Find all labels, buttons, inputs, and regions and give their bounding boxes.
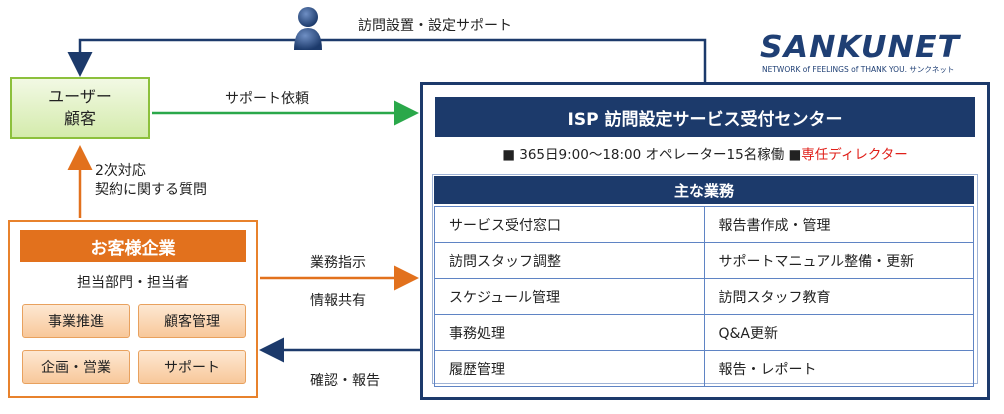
table-row: 訪問スタッフ調整 サポートマニュアル整備・更新 [434,242,974,279]
task-cell: Q&A更新 [703,314,974,351]
table-row: スケジュール管理 訪問スタッフ教育 [434,278,974,315]
info-text: ■ 365日9:00～18:00 オペレーター15名稼働 ■ [502,147,802,163]
task-cell: 履歴管理 [434,350,705,387]
label-onsite-support: 訪問設置・設定サポート [358,18,512,34]
table-row: 履歴管理 報告・レポート [434,350,974,387]
label-secondary-1: 2次対応 [95,163,146,179]
user-customer-box: ユーザー 顧客 [10,77,150,139]
logo-wordmark: SANKUNET [760,30,961,65]
task-cell: 訪問スタッフ調整 [434,242,705,279]
info-highlight: 専任ディレクター [801,147,908,163]
table-row: 事務処理 Q&A更新 [434,314,974,351]
task-cell: サポートマニュアル整備・更新 [703,242,974,279]
label-secondary-2: 契約に関する質問 [95,182,207,198]
task-cell: 報告・レポート [703,350,974,387]
label-support-request: サポート依頼 [225,91,309,107]
tasks-title: 主な業務 [434,176,974,204]
task-cell: 訪問スタッフ教育 [703,278,974,315]
service-center-title: ISP 訪問設定サービス受付センター [435,97,975,137]
task-cell: 事務処理 [434,314,705,351]
task-cell: サービス受付窓口 [434,206,705,243]
dept-business-promotion: 事業推進 [22,304,130,338]
logo-tagline: NETWORK of FEELINGS of THANK YOU. サンクネット [762,65,955,74]
label-instruction-2: 情報共有 [310,293,366,309]
dept-planning-sales: 企画・営業 [22,350,130,384]
table-row: サービス受付窓口 報告書作成・管理 [434,206,974,243]
label-instruction-1: 業務指示 [310,255,366,271]
customer-company-title: お客様企業 [20,230,246,262]
task-cell: 報告書作成・管理 [703,206,974,243]
arrow-onsite-support [67,38,707,82]
person-icon [294,7,322,50]
dept-support: サポート [138,350,246,384]
user-box-line1: ユーザー [48,87,112,106]
service-center-info: ■ 365日9:00～18:00 オペレーター15名稼働 ■専任ディレクター [435,143,975,163]
user-box-line2: 顧客 [63,109,96,128]
customer-company-subtitle: 担当部門・担当者 [77,275,189,291]
label-confirm-report: 確認・報告 [310,373,380,389]
dept-customer-management: 顧客管理 [138,304,246,338]
company-logo: SANKUNET NETWORK of FEELINGS of THANK YO… [760,30,970,76]
tasks-table: サービス受付窓口 報告書作成・管理 訪問スタッフ調整 サポートマニュアル整備・更… [434,206,974,387]
task-cell: スケジュール管理 [434,278,705,315]
